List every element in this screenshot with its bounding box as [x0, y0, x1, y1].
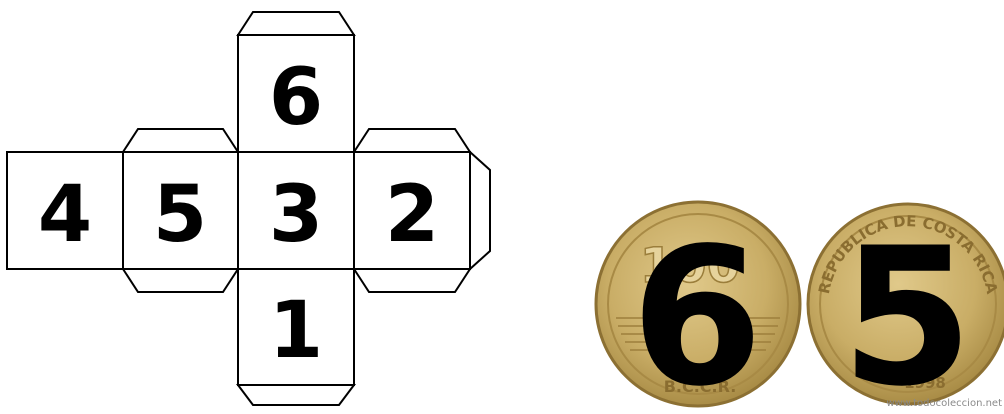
bottom-tab — [238, 385, 354, 405]
face-top-number: 6 — [269, 53, 323, 143]
face-right-bottom-tab — [354, 269, 470, 292]
face-center-number: 3 — [269, 170, 323, 260]
face-bottom-number: 1 — [269, 286, 323, 376]
face-right-top-tab — [354, 129, 470, 152]
coin-left: 100 B.C.C.R. 6 — [596, 202, 800, 410]
face-left-top-tab — [123, 129, 238, 152]
watermark: www.todocoleccion.net — [886, 398, 1002, 409]
face-left-number: 5 — [153, 170, 207, 260]
face-right-side-tab — [470, 152, 490, 269]
coin-right-overlay-number: 5 — [841, 207, 973, 410]
top-tab — [238, 12, 354, 35]
coin-right: REPUBLICA DE COSTA RICA 1998 5 — [808, 204, 1004, 410]
face-right-number: 2 — [385, 170, 439, 260]
face-left-bottom-tab — [123, 269, 238, 292]
face-left-far-number: 4 — [38, 170, 92, 260]
coin-left-overlay-number: 6 — [631, 207, 763, 410]
